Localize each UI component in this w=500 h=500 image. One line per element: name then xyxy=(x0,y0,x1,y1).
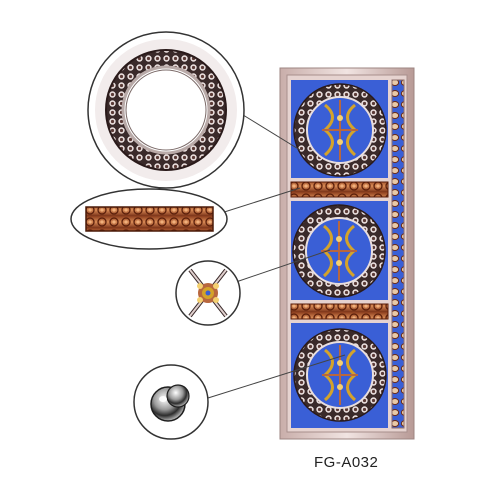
knob-detail-callout xyxy=(133,364,209,440)
upper-copper-band xyxy=(290,181,389,198)
band-leader-line xyxy=(217,187,301,215)
top-medallion xyxy=(293,83,387,177)
copper-band-icon xyxy=(85,206,214,232)
band-detail-callout xyxy=(70,188,228,250)
middle-medallion xyxy=(292,204,386,298)
ring-ornament-icon xyxy=(95,39,237,181)
flower-leader-line xyxy=(235,249,331,283)
flower-detail-callout xyxy=(175,260,241,326)
model-code-label: FG-A032 xyxy=(314,454,379,471)
door-panel xyxy=(279,67,415,440)
ring-leader-line xyxy=(234,109,301,151)
ring-detail-callout xyxy=(87,31,245,189)
chrome-knob-icon xyxy=(150,384,190,422)
knob-leader-line xyxy=(207,354,346,399)
side-rail xyxy=(391,79,405,429)
bottom-medallion xyxy=(293,328,387,422)
leader-lines xyxy=(207,109,346,399)
lower-copper-band xyxy=(290,303,389,320)
flower-knot-icon xyxy=(188,268,228,318)
